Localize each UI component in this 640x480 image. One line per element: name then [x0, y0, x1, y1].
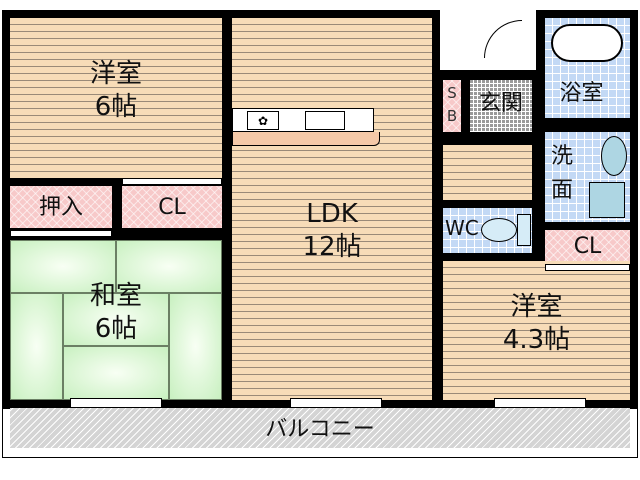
window-western-room-2[interactable] [494, 398, 586, 408]
washroom-label-1: 洗 [551, 144, 574, 169]
window-japanese-room[interactable] [70, 398, 162, 408]
shoe-box-s: S [447, 84, 457, 102]
washroom: 洗 面 [545, 132, 630, 222]
balcony-label: バルコニー [265, 417, 375, 442]
ldk-room: ✿ LDK 12帖 [232, 18, 432, 400]
ldk-size: 12帖 [302, 231, 362, 262]
sink-icon [305, 111, 345, 130]
window-ldk[interactable] [290, 398, 382, 408]
entrance: 玄関 [470, 80, 532, 132]
western-room-1-size: 6帖 [94, 91, 138, 122]
closet-1: CL [122, 186, 222, 228]
closet-2: CL [545, 230, 630, 264]
toilet-tank-icon [517, 214, 531, 246]
toilet-label: WC [445, 216, 479, 240]
western-room-2-size: 4.3帖 [502, 324, 571, 355]
oshiire-closet: 押入 [10, 186, 112, 228]
toilet-icon [481, 218, 517, 242]
western-room-2: 洋室 4.3帖 [443, 261, 630, 400]
oshiire-label: 押入 [38, 195, 83, 220]
entrance-door-area[interactable] [440, 10, 536, 70]
washing-machine-icon [589, 182, 625, 218]
hallway [443, 145, 532, 200]
closet-door[interactable] [122, 178, 222, 185]
japanese-room: 和室 6帖 [10, 240, 222, 400]
bathroom: 浴室 [545, 18, 630, 118]
shoe-box-b: B [446, 107, 458, 125]
ldk-name: LDK [306, 199, 358, 229]
western-room-1: 洋室 6帖 [10, 18, 222, 178]
kitchen-counter: ✿ [232, 108, 374, 132]
stove-icon: ✿ [247, 111, 279, 130]
balcony: バルコニー [10, 408, 630, 448]
closet-2-label: CL [573, 234, 602, 259]
western-room-1-name: 洋室 [89, 59, 142, 89]
bathtub-icon [551, 24, 623, 62]
closet-2-door-lower[interactable] [545, 264, 630, 271]
japanese-room-size: 6帖 [94, 313, 138, 344]
washroom-label-2: 面 [551, 178, 574, 203]
toilet: WC [443, 208, 532, 253]
washbasin-icon [601, 136, 627, 176]
kitchen-bar [232, 132, 380, 146]
bathroom-label: 浴室 [559, 81, 604, 106]
western-room-2-name: 洋室 [510, 292, 563, 322]
oshiire-door[interactable] [10, 230, 112, 237]
japanese-room-name: 和室 [89, 281, 142, 311]
entrance-label: 玄関 [478, 91, 523, 116]
closet-1-label: CL [158, 195, 186, 220]
shoe-box: S B [443, 80, 461, 132]
entrance-door-swing [484, 20, 522, 58]
